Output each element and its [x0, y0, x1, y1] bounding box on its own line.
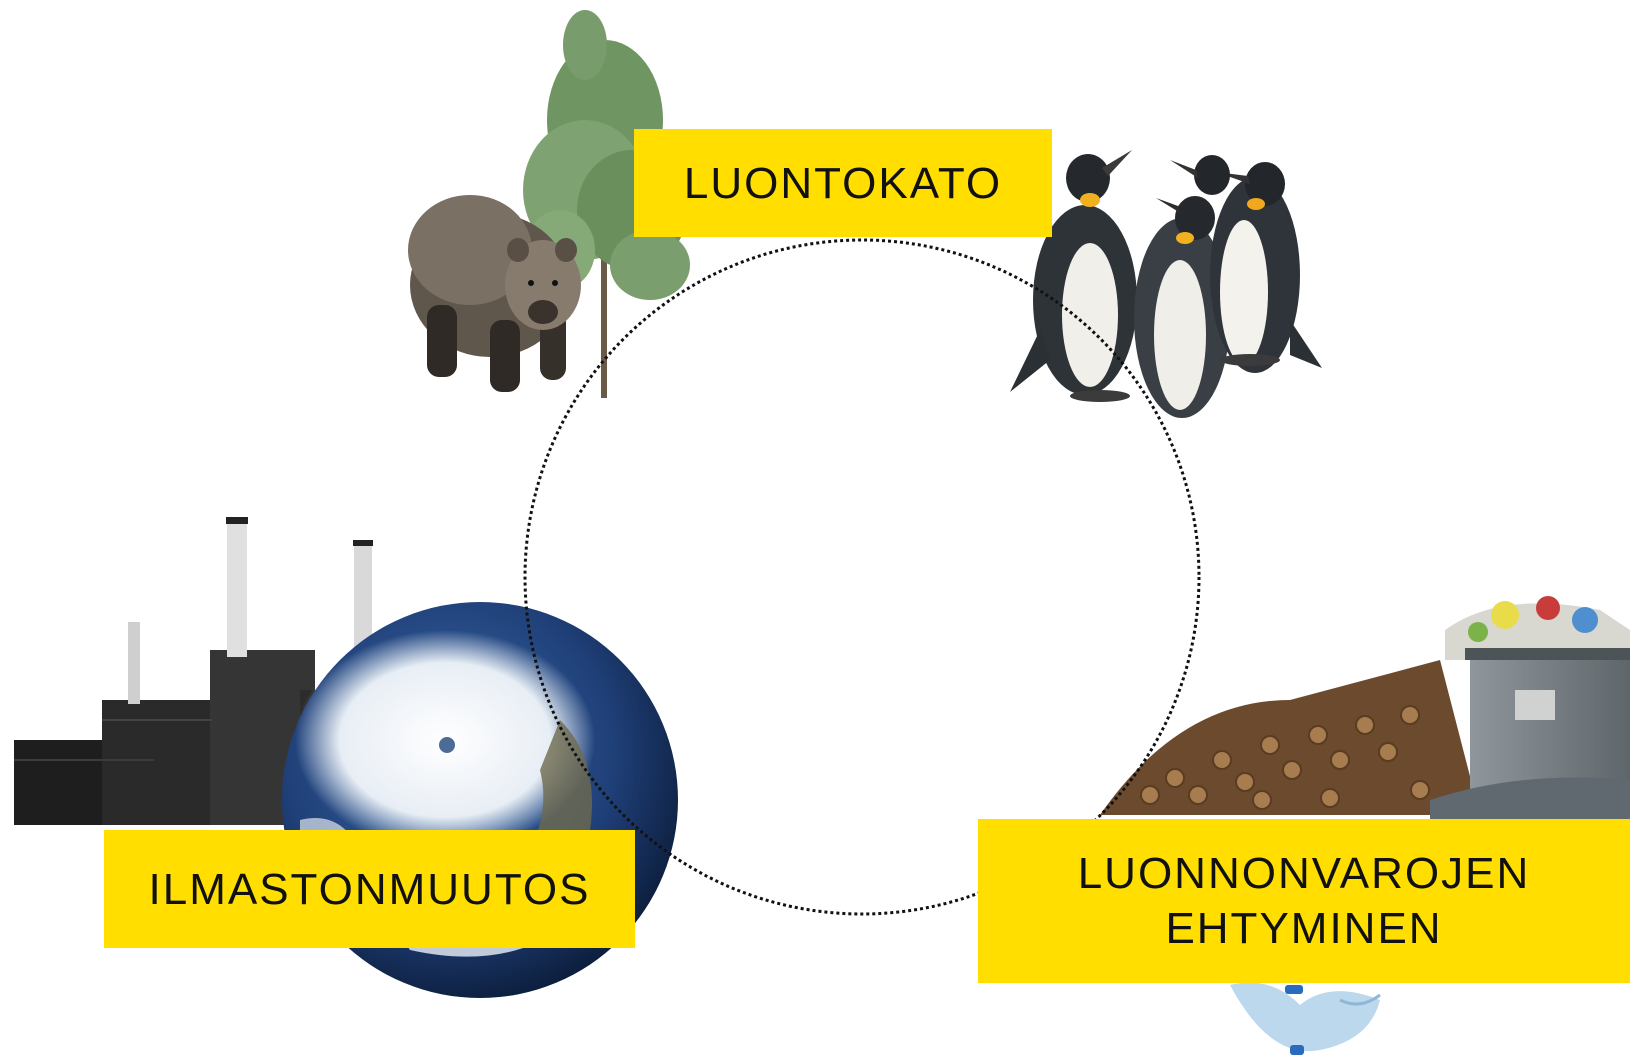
- label-ilmastonmuutos-text: ILMASTONMUUTOS: [148, 864, 591, 914]
- cycle-circle: [523, 238, 1201, 916]
- penguins-illustration: [1010, 150, 1322, 418]
- bear-illustration: [408, 195, 581, 392]
- label-luonnonvarojen-ehtyminen: LUONNONVAROJEN EHTYMINEN: [978, 819, 1630, 983]
- label-luonnonvarojen-text: LUONNONVAROJEN: [1077, 849, 1531, 898]
- waste-container-illustration: [1430, 596, 1630, 820]
- label-luontokato: LUONTOKATO: [634, 129, 1052, 237]
- plastic-bottles-illustration: [1230, 982, 1381, 1055]
- label-ilmastonmuutos: ILMASTONMUUTOS: [104, 830, 635, 948]
- logs-pile-illustration: [1100, 660, 1480, 815]
- label-ehtyminen-text: EHTYMINEN: [1165, 904, 1443, 953]
- label-luontokato-text: LUONTOKATO: [683, 158, 1003, 208]
